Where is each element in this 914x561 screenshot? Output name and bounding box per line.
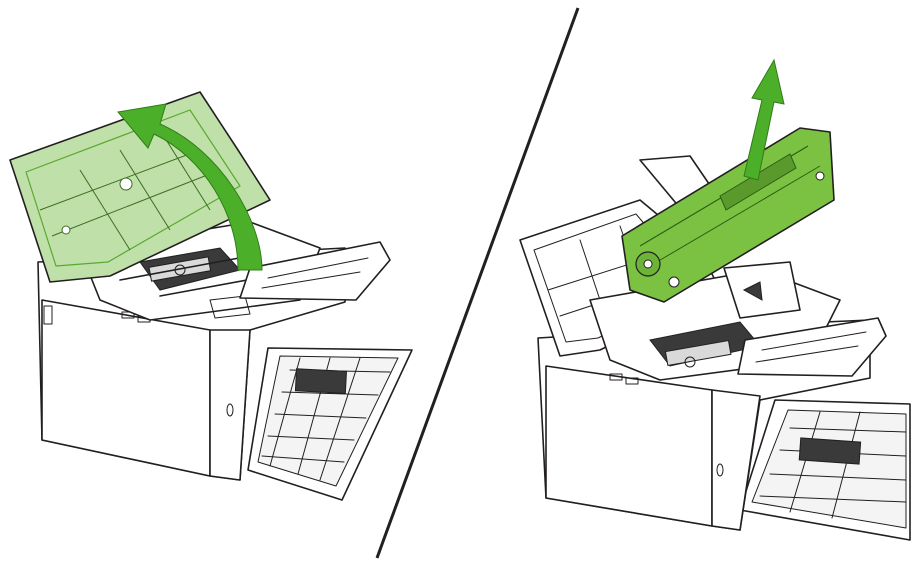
curved-arrow-up-icon — [117, 103, 263, 271]
printer-lid — [9, 91, 271, 283]
panel-open-lid — [9, 91, 413, 501]
paper-input-flap — [737, 317, 887, 377]
straight-arrow-up-icon — [743, 58, 785, 181]
paper-input-flap — [239, 241, 391, 301]
control-button — [609, 373, 623, 381]
panel-remove-cartridge — [519, 58, 911, 541]
panel-divider — [375, 7, 580, 559]
output-tray — [739, 399, 911, 541]
output-tray — [247, 347, 413, 501]
control-button — [625, 377, 639, 385]
toner-cartridge — [621, 127, 835, 303]
